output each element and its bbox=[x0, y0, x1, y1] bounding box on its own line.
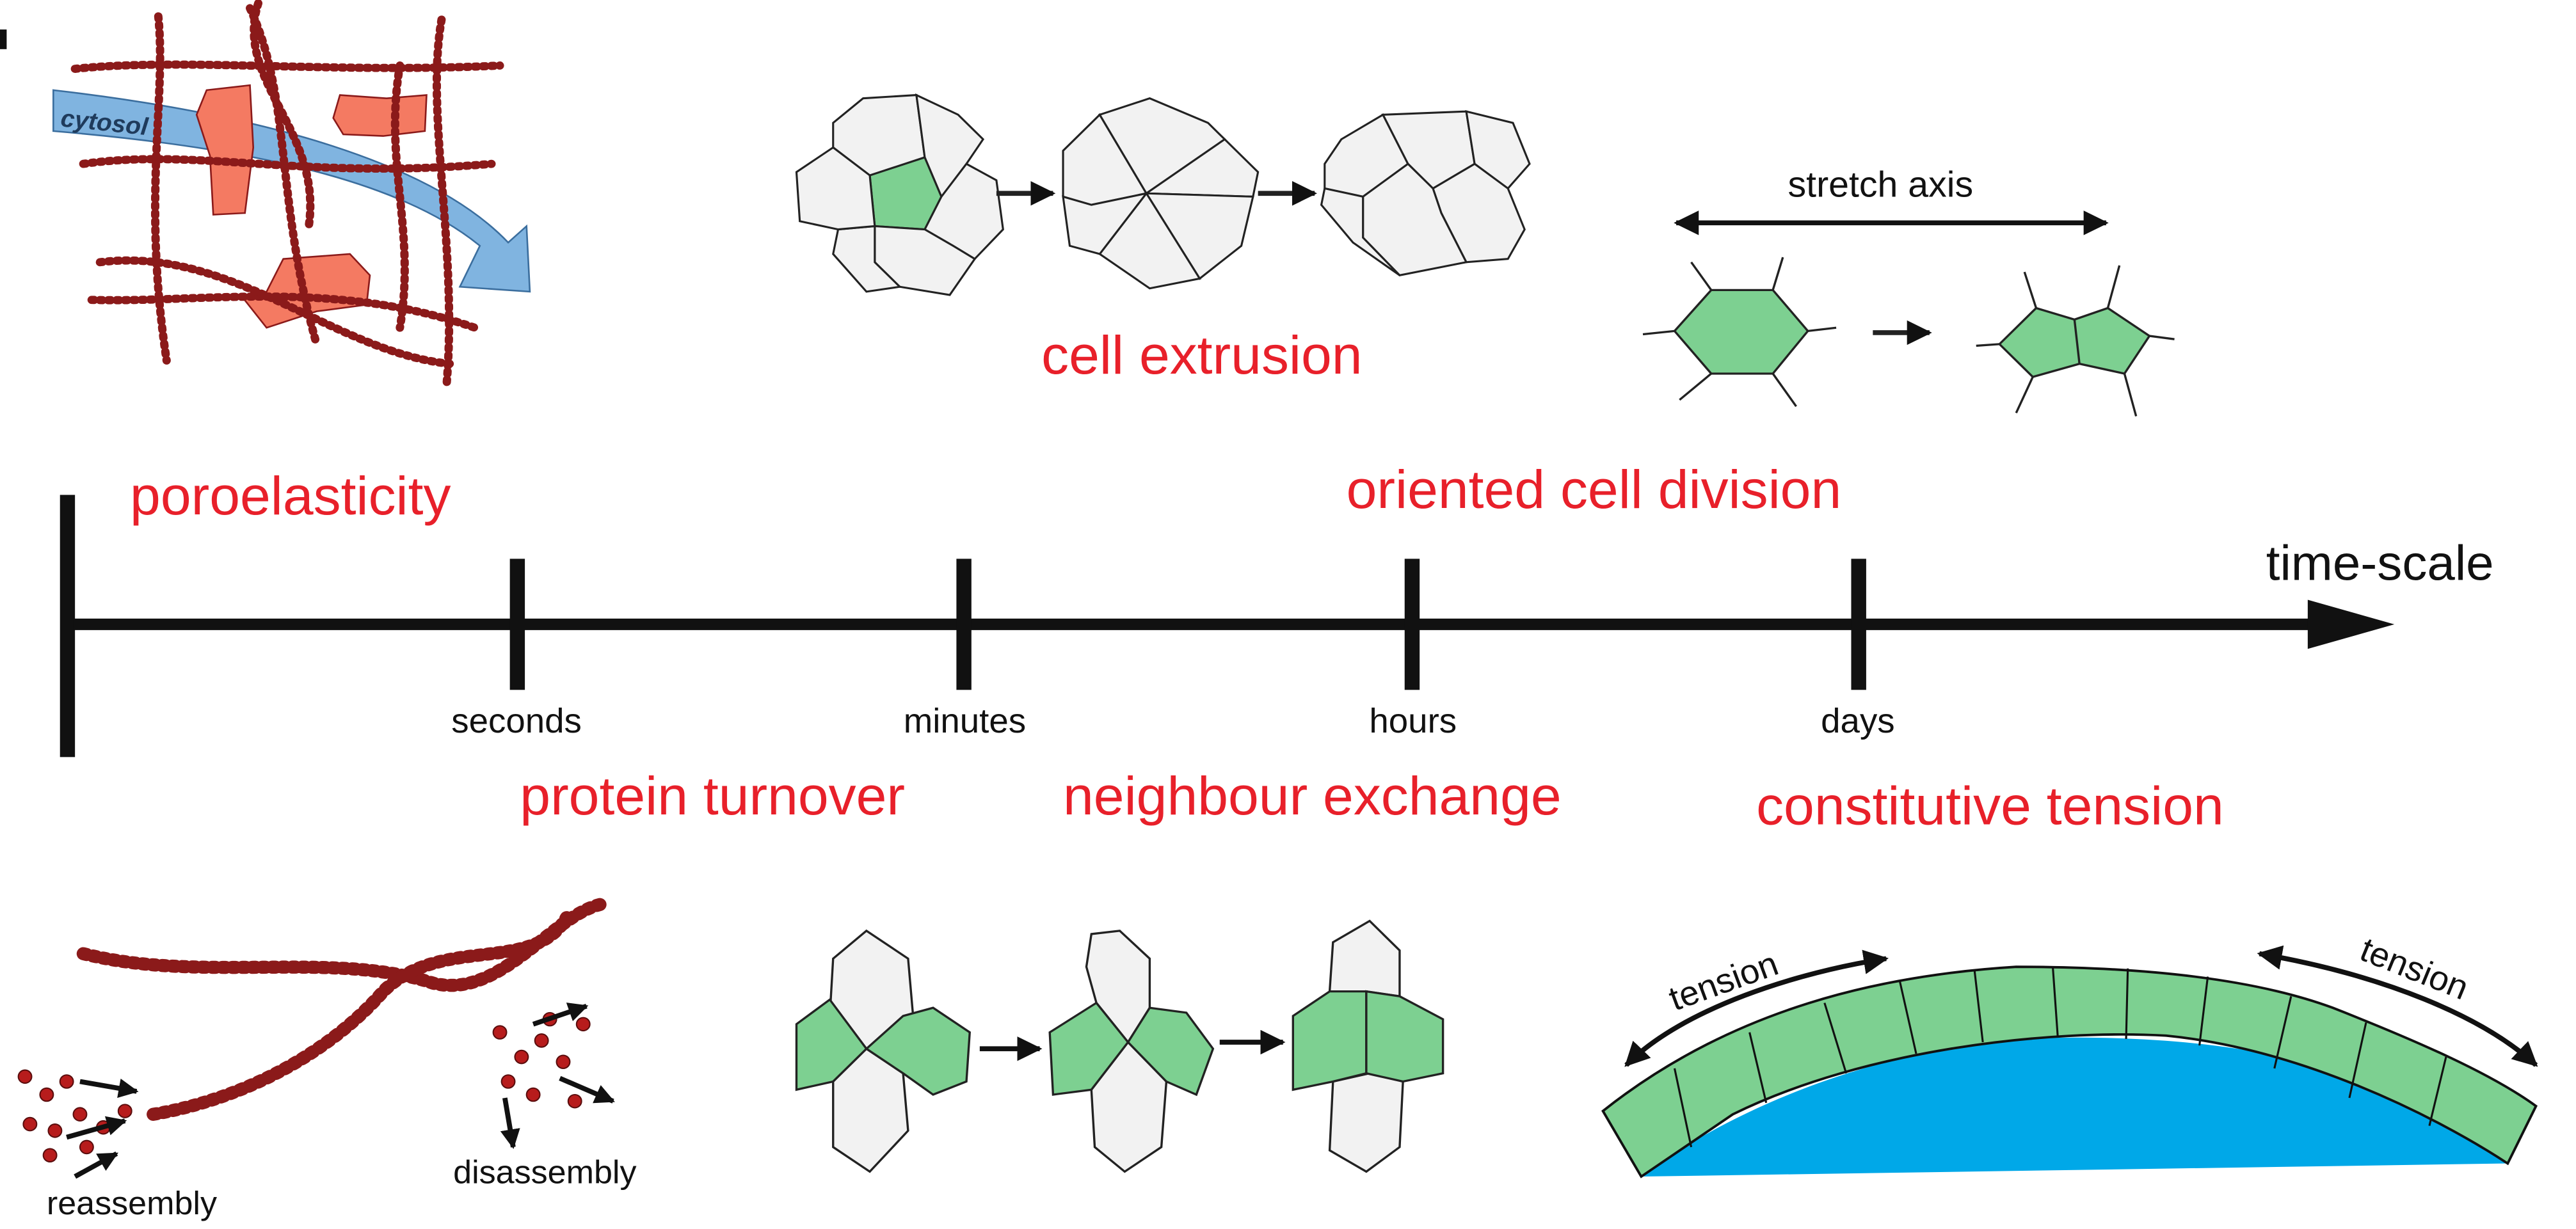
cell-extrusion-illustration bbox=[795, 93, 1531, 296]
poroelasticity-illustration: cytosol bbox=[0, 0, 531, 390]
time-axis-arrowhead bbox=[2307, 599, 2395, 649]
stretch-axis-label: stretch axis bbox=[1788, 165, 1974, 205]
disassembly-label: disassembly bbox=[453, 1154, 637, 1191]
process-neighbour-exchange: neighbour exchange bbox=[1063, 766, 1562, 827]
time-axis bbox=[60, 495, 2395, 757]
blob bbox=[195, 84, 255, 216]
tick-label-minutes: minutes bbox=[904, 702, 1026, 740]
tick-label-seconds: seconds bbox=[451, 702, 582, 740]
time-scale-label: time-scale bbox=[2266, 536, 2494, 591]
oriented-division-illustration: stretch axis bbox=[1642, 165, 2175, 417]
constitutive-tension-illustration bbox=[1601, 945, 2538, 1178]
process-oriented-cell-division: oriented cell division bbox=[1347, 460, 1842, 520]
reassembly-label: reassembly bbox=[47, 1184, 217, 1221]
process-cell-extrusion: cell extrusion bbox=[1041, 326, 1362, 386]
blob bbox=[332, 94, 428, 137]
process-constitutive-tension: constitutive tension bbox=[1756, 776, 2224, 836]
process-poroelasticity: poroelasticity bbox=[130, 466, 451, 527]
tick-label-hours: hours bbox=[1369, 702, 1457, 740]
process-protein-turnover: protein turnover bbox=[520, 766, 905, 827]
protein-turnover-illustration bbox=[17, 898, 615, 1179]
lumen bbox=[1641, 1037, 2508, 1177]
tick-label-days: days bbox=[1821, 702, 1894, 740]
tension-label-left: tension bbox=[1664, 944, 1783, 1018]
neighbour-exchange-illustration bbox=[795, 919, 1444, 1173]
actin-mesh bbox=[70, 0, 504, 390]
